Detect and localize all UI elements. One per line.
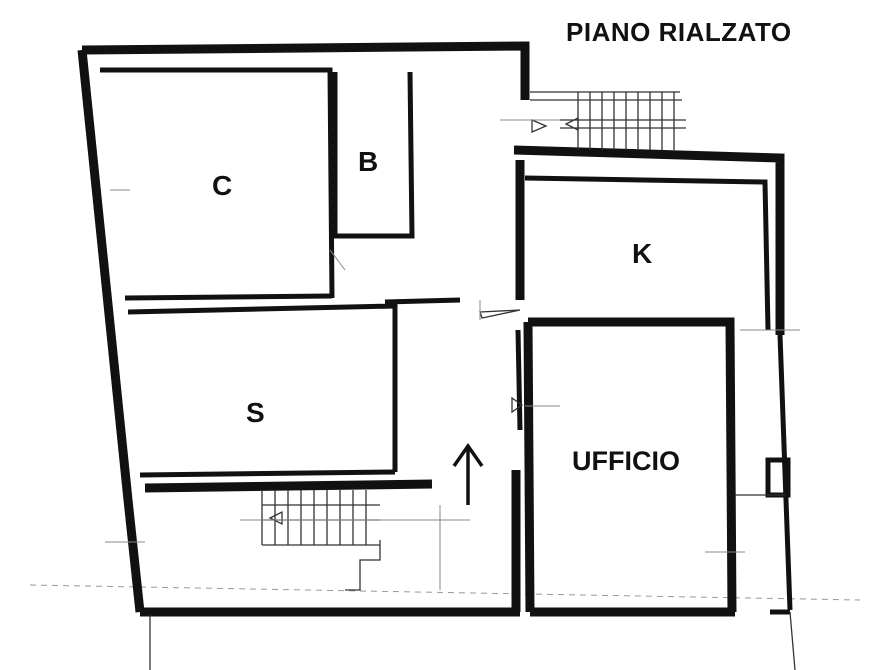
- room-label-s: S: [246, 397, 265, 428]
- staircase-icon: [240, 490, 470, 591]
- floor-plan-title: PIANO RIALZATO: [566, 17, 792, 47]
- room-label-b: B: [358, 146, 379, 177]
- room-label-k: K: [632, 238, 653, 269]
- staircase-icon: [530, 91, 686, 150]
- outer-walls: [77, 41, 796, 670]
- door-swing-icon: [105, 119, 800, 553]
- interior-walls: [100, 67, 791, 613]
- up-arrow-icon: [452, 442, 484, 505]
- room-label-ufficio: UFFICIO: [572, 446, 680, 476]
- room-label-c: C: [212, 170, 233, 201]
